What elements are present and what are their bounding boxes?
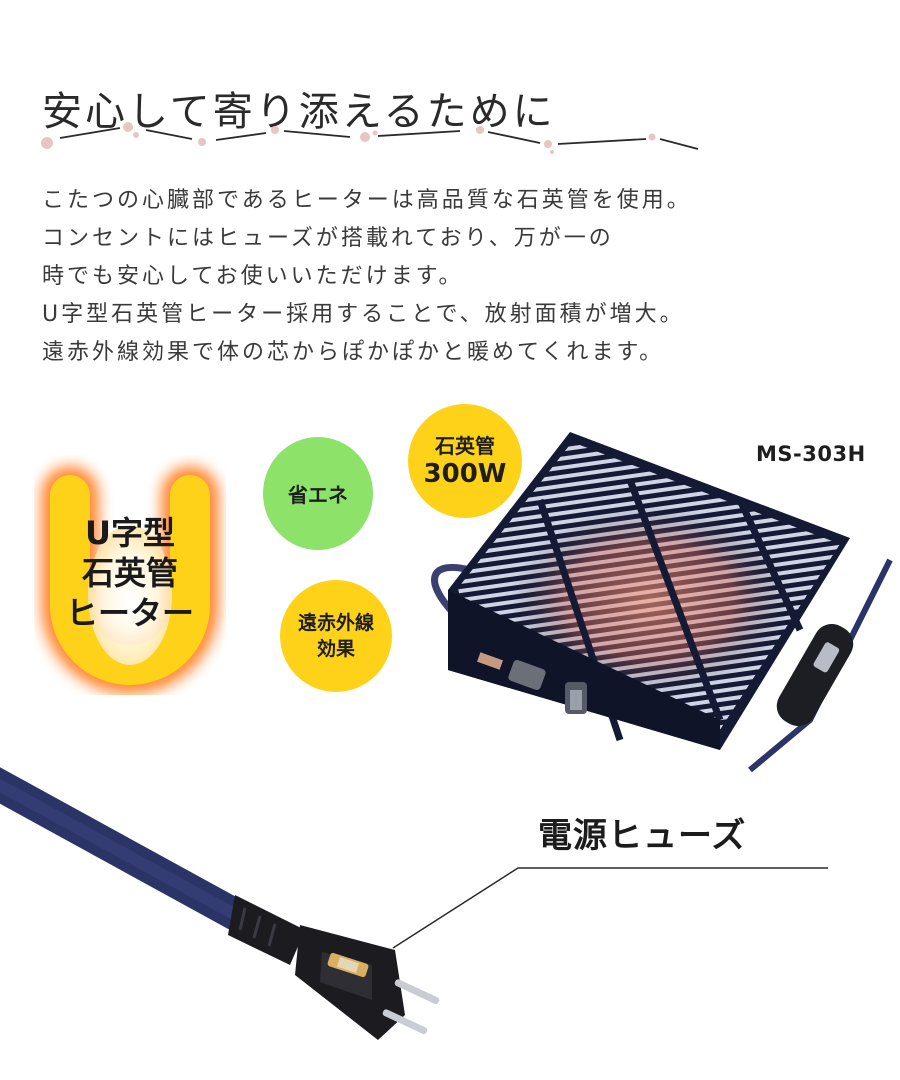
description-line: 遠赤外線効果で体の芯からぽかぽかと暖めてくれます。: [42, 340, 665, 365]
quartz-300w-badge: 石英管 300W: [408, 404, 522, 518]
u-heater-label: U字型 石英管 ヒーター: [65, 514, 194, 632]
u-heater-graphic: U字型 石英管 ヒーター: [30, 455, 230, 695]
description-line: こたつの心臓部であるヒーターは高品質な石英管を使用。: [42, 188, 692, 213]
description-line: U字型石英管ヒーター採用することで、放射面積が増大。: [42, 302, 685, 327]
description-line: コンセントにはヒューズが搭載れており、万が一の: [42, 226, 614, 251]
model-number: MS-303H: [756, 442, 866, 466]
far-infrared-badge: 遠赤外線 効果: [280, 580, 392, 692]
energy-saving-badge: 省エネ: [263, 437, 373, 550]
description-text: こたつの心臓部であるヒーターは高品質な石英管を使用。 コンセントにはヒューズが搭…: [42, 182, 862, 372]
power-fuse-label: 電源ヒューズ: [538, 816, 747, 856]
u-tube-icon: [41, 466, 219, 694]
description-line: 時でも安心してお使いいただけます。: [42, 264, 464, 289]
decorative-divider: [41, 122, 699, 154]
heater-unit-image: [431, 432, 893, 773]
power-plug-image: [0, 767, 828, 1040]
